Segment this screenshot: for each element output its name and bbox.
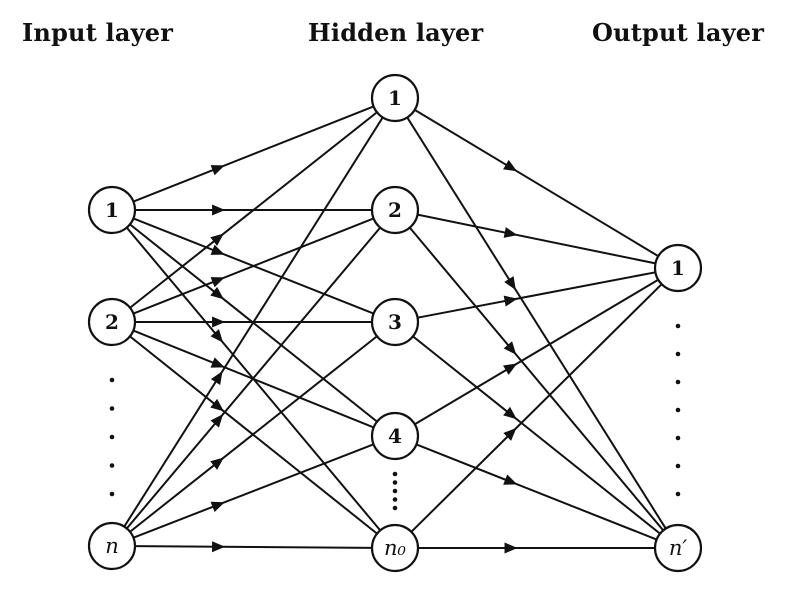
input-node-2: 2 xyxy=(87,297,137,347)
arrowhead xyxy=(503,474,518,485)
arrowhead xyxy=(210,501,225,513)
output-node-label: 1 xyxy=(671,256,685,280)
output-node-circle xyxy=(653,523,703,573)
arrowhead xyxy=(503,363,518,375)
arrowhead xyxy=(210,286,224,300)
output-ellipsis-dot xyxy=(675,323,681,329)
edge-input-2-to-hidden-2 xyxy=(133,217,374,315)
input-ellipsis-dot xyxy=(109,406,115,411)
arrowhead xyxy=(212,204,226,216)
input-node-circle xyxy=(87,297,137,347)
arrowhead xyxy=(210,457,224,470)
input-ellipsis-dot xyxy=(109,463,115,468)
hidden-ellipsis-dot xyxy=(392,497,398,502)
edge-hidden-4-to-output-2 xyxy=(416,443,657,541)
hidden-node-circle xyxy=(370,185,420,235)
arrowhead xyxy=(210,329,224,343)
output-node-circle xyxy=(653,243,703,293)
input-node-label: 1 xyxy=(105,198,119,222)
neurons: 1 2 n 1 2 3 4 n₀ 1 n′ xyxy=(87,73,703,573)
input-node-label: n xyxy=(105,534,119,558)
arrowhead xyxy=(504,542,518,554)
hidden-node-3: 3 xyxy=(370,297,420,347)
input-ellipsis-dot xyxy=(109,377,115,383)
arrowhead xyxy=(503,427,517,441)
arrowhead xyxy=(210,244,225,255)
output-node-2: n′ xyxy=(653,523,703,573)
hidden-node-circle xyxy=(370,411,420,461)
arrowhead xyxy=(210,371,223,386)
ellipsis-dots xyxy=(109,323,681,511)
edge-input-3-to-hidden-4 xyxy=(133,443,374,539)
arrowhead xyxy=(210,277,225,288)
hidden-node-2: 2 xyxy=(370,185,420,235)
hidden-node-circle xyxy=(370,297,420,347)
edge-hidden-1-to-output-2 xyxy=(406,116,667,530)
hidden-node-label: 2 xyxy=(388,198,402,222)
arrowhead xyxy=(503,159,518,172)
arrowhead xyxy=(212,541,226,553)
arrowhead xyxy=(210,233,224,246)
arrowhead xyxy=(210,398,224,412)
hidden-node-label: 4 xyxy=(388,424,402,448)
hidden-node-5: n₀ xyxy=(370,523,420,573)
edge-input-3-to-hidden-1 xyxy=(123,116,384,528)
edge-hidden-1-to-output-1 xyxy=(414,108,659,258)
output-ellipsis-dot xyxy=(675,407,681,413)
arrowhead xyxy=(212,316,226,328)
output-ellipsis-dot xyxy=(675,351,681,357)
input-node-3: n xyxy=(87,521,137,571)
hidden-ellipsis-dot xyxy=(392,480,398,485)
output-ellipsis-dot xyxy=(675,463,681,469)
input-node-1: 1 xyxy=(87,185,137,235)
hidden-ellipsis-dot xyxy=(392,488,398,494)
edge-hidden-2-to-output-2 xyxy=(408,226,665,532)
output-ellipsis-dot xyxy=(675,435,681,441)
connections xyxy=(123,105,667,554)
edge-input-3-to-hidden-2 xyxy=(126,226,381,530)
hidden-node-label: 1 xyxy=(388,86,402,110)
input-node-label: 2 xyxy=(105,310,119,334)
arrowhead xyxy=(503,406,517,420)
arrowhead xyxy=(504,276,516,291)
edge-input-2-to-hidden-1 xyxy=(129,111,378,309)
output-node-1: 1 xyxy=(653,243,703,293)
input-node-circle xyxy=(87,521,137,571)
edge-hidden-2-to-output-1 xyxy=(417,213,656,265)
input-ellipsis-dot xyxy=(109,434,115,440)
output-ellipsis-dot xyxy=(675,491,681,497)
input-ellipsis-dot xyxy=(109,491,115,497)
arrowhead xyxy=(210,414,224,428)
input-node-circle xyxy=(87,185,137,235)
hidden-node-label: n₀ xyxy=(384,536,407,560)
edge-input-1-to-hidden-1 xyxy=(133,105,374,203)
edge-hidden-5-to-output-1 xyxy=(410,283,663,533)
arrowhead xyxy=(503,227,518,238)
hidden-ellipsis-dot xyxy=(392,505,398,511)
arrowhead xyxy=(210,165,225,176)
hidden-node-label: 3 xyxy=(388,310,402,334)
hidden-node-4: 4 xyxy=(370,411,420,461)
arrowhead xyxy=(210,357,225,368)
edge-hidden-3-to-output-2 xyxy=(412,335,661,535)
edge-input-3-to-hidden-5 xyxy=(134,545,373,549)
hidden-node-circle xyxy=(370,523,420,573)
edge-input-3-to-hidden-3 xyxy=(129,335,378,533)
hidden-layer-title: Hidden layer xyxy=(308,18,484,47)
edge-hidden-4-to-output-1 xyxy=(414,278,659,426)
arrowhead xyxy=(503,295,518,307)
hidden-ellipsis-dot xyxy=(392,471,398,477)
hidden-node-1: 1 xyxy=(370,73,420,123)
arrowhead xyxy=(503,341,517,355)
edge-hidden-3-to-output-1 xyxy=(417,271,656,319)
output-layer-title: Output layer xyxy=(592,18,765,47)
output-ellipsis-dot xyxy=(675,379,681,385)
output-node-label: n′ xyxy=(669,536,688,560)
input-layer-title: Input layer xyxy=(22,18,174,47)
hidden-node-circle xyxy=(370,73,420,123)
